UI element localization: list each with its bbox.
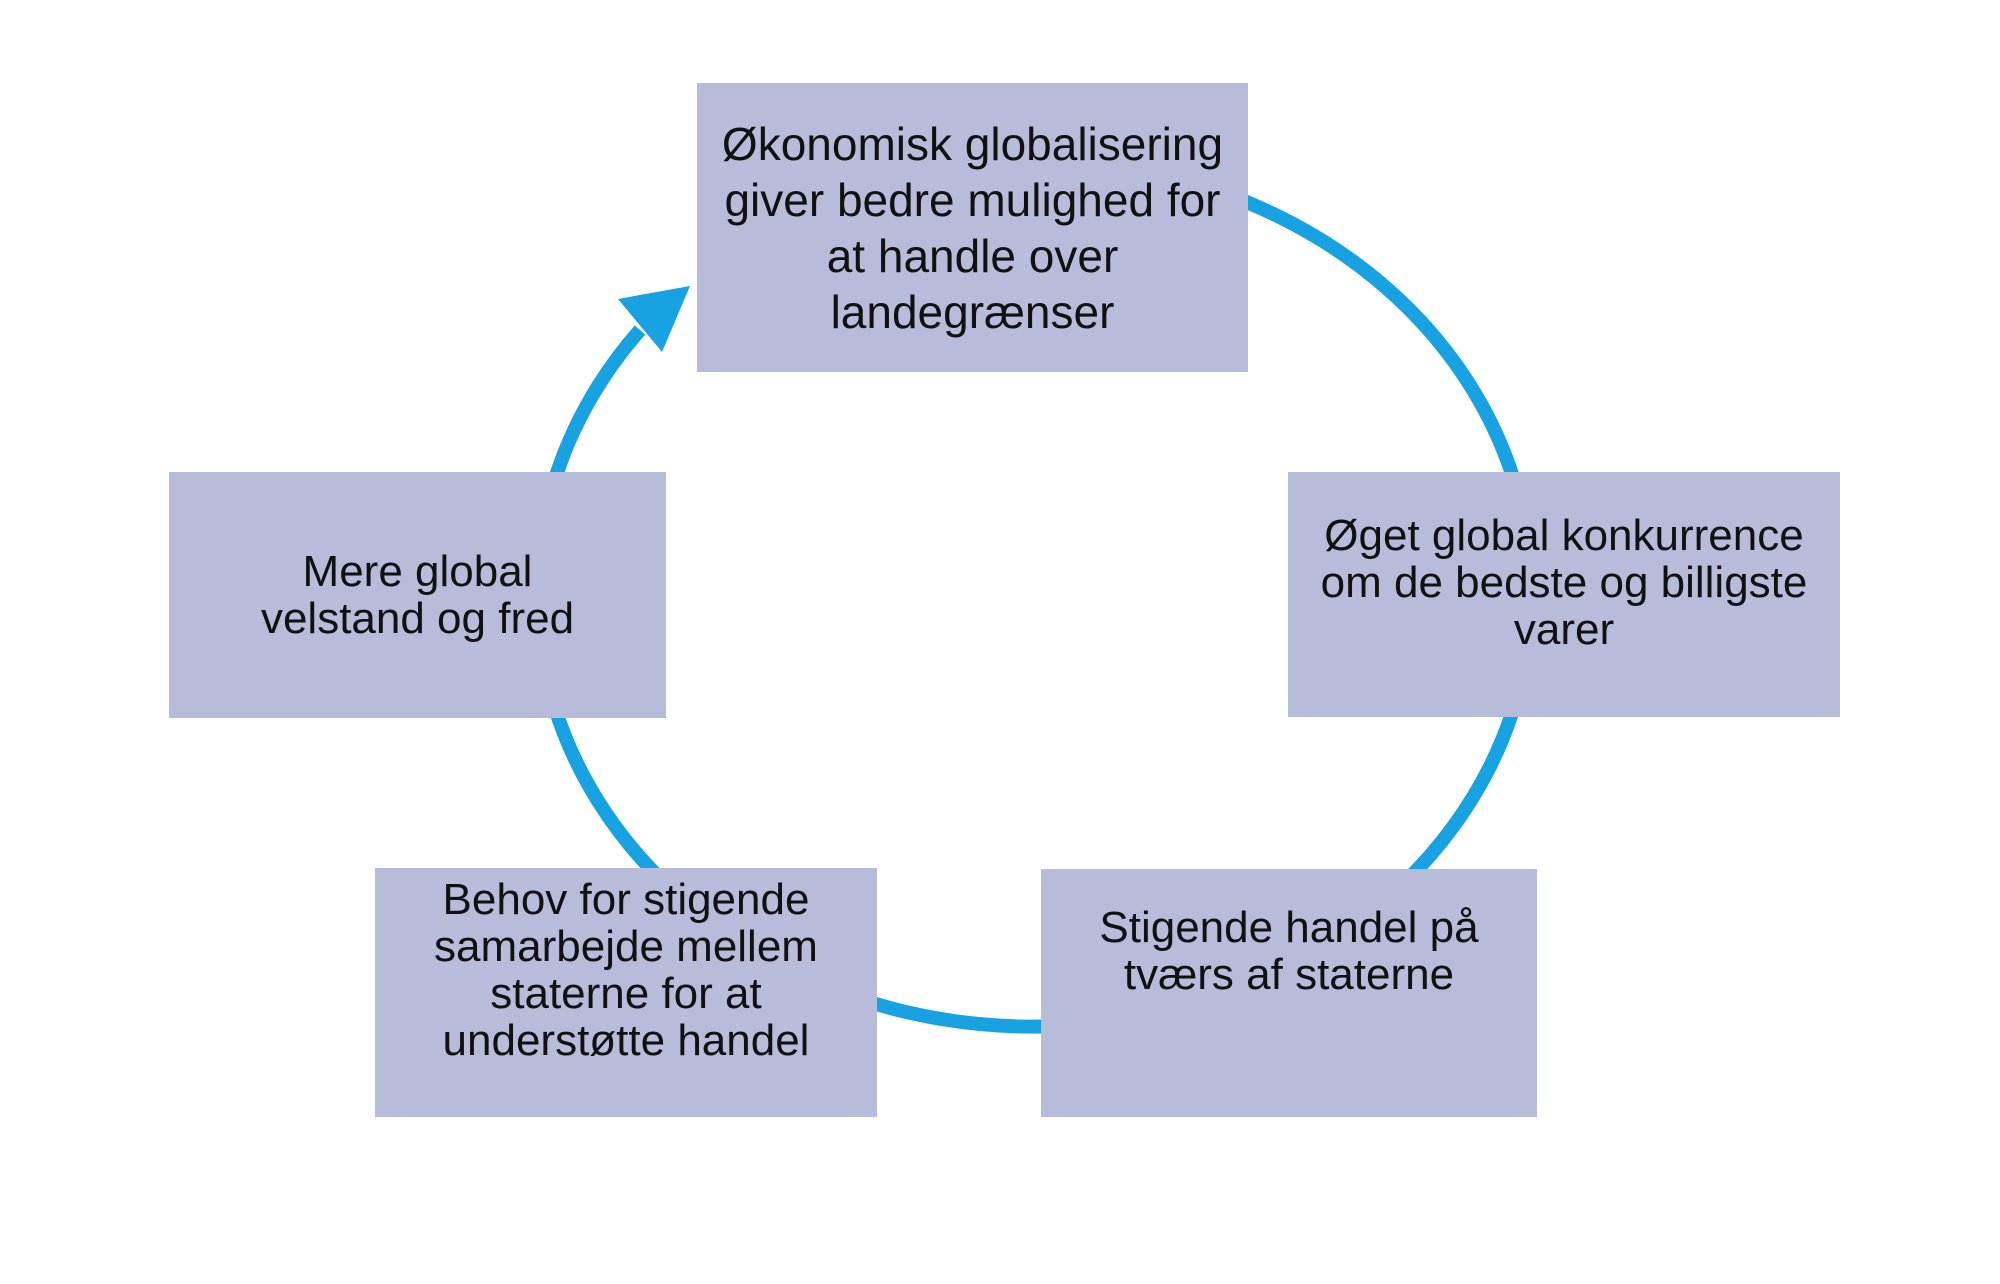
cycle-box-global-prosperity: Mere global velstand og fred: [169, 472, 666, 718]
cycle-box-global-competition: Øget global konkurrence om de bedste og …: [1288, 472, 1840, 717]
cycle-box-label: Stigende handel på tværs af staterne: [1099, 902, 1479, 999]
arrowhead-icon: [618, 286, 690, 352]
cycle-box-need-for-cooperation: Behov for stigende samarbejde mellem sta…: [375, 868, 877, 1117]
cycle-box-label: Behov for stigende samarbejde mellem sta…: [434, 875, 818, 1065]
cycle-box-label: Økonomisk globalisering giver bedre muli…: [721, 117, 1224, 338]
cycle-box-economic-globalisation: Økonomisk globalisering giver bedre muli…: [697, 83, 1248, 372]
cycle-box-label: Mere global velstand og fred: [260, 547, 575, 643]
cycle-box-increasing-trade: Stigende handel på tværs af staterne: [1041, 869, 1537, 1117]
cycle-box-label: Øget global konkurrence om de bedste og …: [1320, 510, 1808, 654]
